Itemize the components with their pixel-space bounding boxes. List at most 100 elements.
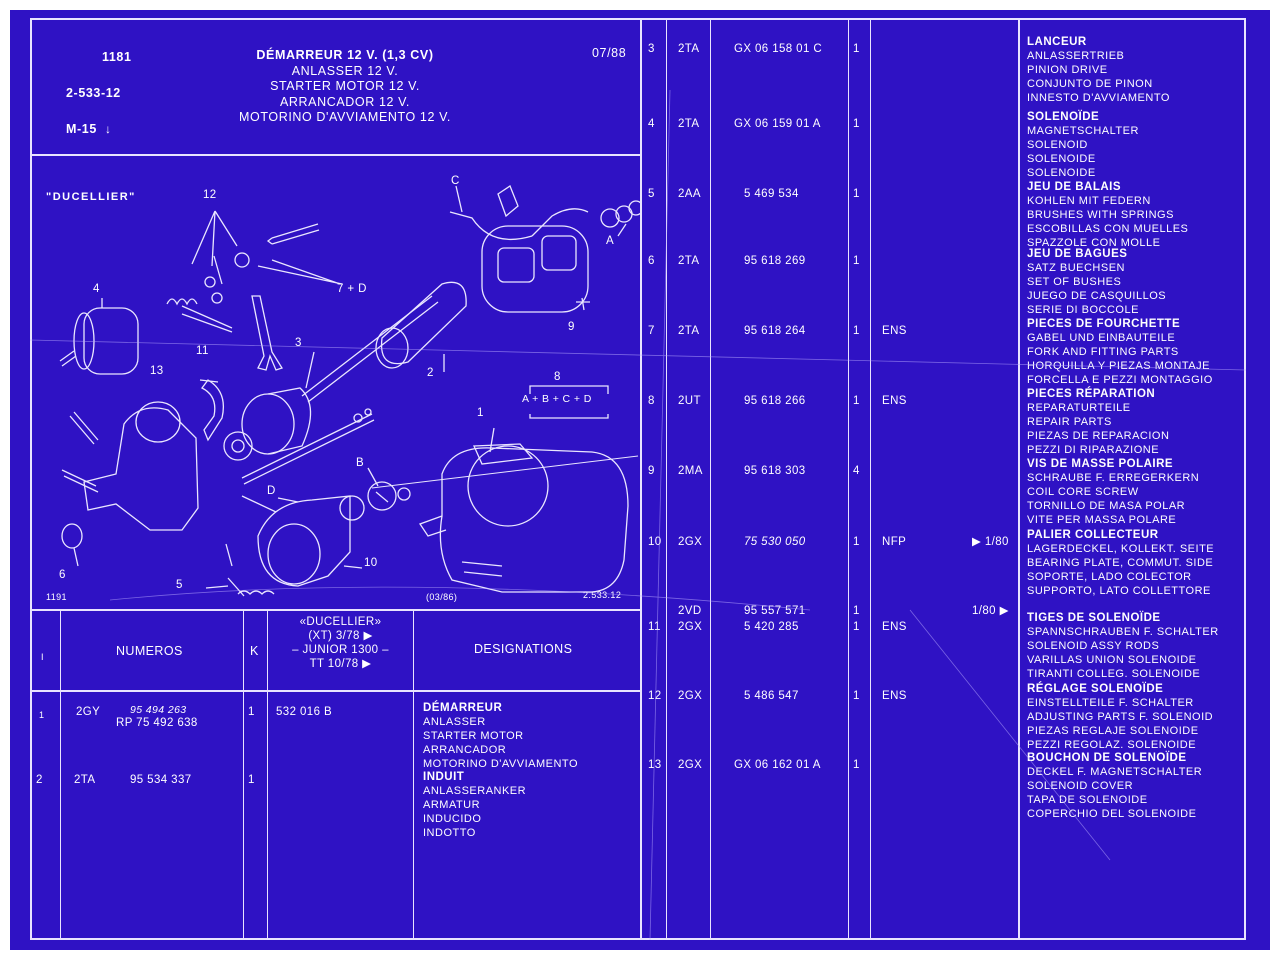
quantity: 4 xyxy=(853,465,860,477)
callout-1: 1 xyxy=(477,407,484,419)
title-de: ANLASSER 12 V. xyxy=(291,63,399,78)
designation-heading: TIGES DE SOLENOÏDE xyxy=(1027,612,1161,624)
model-code: M-15 xyxy=(66,122,97,136)
designation-list: INDUIT ANLASSERANKER ARMATUR INDUCIDO IN… xyxy=(423,771,527,839)
designation-line: DECKEL F. MAGNETSCHALTER xyxy=(1027,765,1203,778)
item-code: 2TA xyxy=(678,325,700,337)
quantity: 1 xyxy=(248,706,255,718)
part-number: 95 618 264 xyxy=(744,325,806,337)
item-code: 2GY xyxy=(76,706,101,718)
application-ref: 532 016 B xyxy=(276,706,333,718)
designation-line: MAGNETSCHALTER xyxy=(1027,124,1139,137)
quantity: 1 xyxy=(853,188,860,200)
designation-line: INNESTO D'AVVIAMENTO xyxy=(1027,91,1170,104)
left-col-4 xyxy=(413,609,414,940)
right-col-1 xyxy=(666,18,667,940)
diagram-footer-left: 1191 xyxy=(46,592,67,602)
item-code: 2TA xyxy=(678,43,700,55)
designation-line: COIL CORE SCREW xyxy=(1027,485,1139,498)
designation-line: PEZZI DI RIPARAZIONE xyxy=(1027,443,1160,456)
col-item-header: I xyxy=(41,652,44,662)
item-code: 2GX xyxy=(678,536,703,548)
designation-line: FORCELLA E PEZZI MONTAGGIO xyxy=(1027,373,1213,386)
item-number: 6 xyxy=(648,255,655,267)
quantity: 1 xyxy=(853,536,860,548)
callout-2: 2 xyxy=(427,367,434,379)
designation-heading: LANCEUR xyxy=(1027,36,1087,48)
designation-line: ESCOBILLAS CON MUELLES xyxy=(1027,222,1189,235)
designation-line: SERIE DI BOCCOLE xyxy=(1027,303,1139,316)
item-code: 2TA xyxy=(74,774,96,786)
designation-line: BEARING PLATE, COMMUT. SIDE xyxy=(1027,556,1214,569)
designation-line: SATZ BUECHSEN xyxy=(1027,261,1125,274)
parts-sheet: 1181 2-533-12 M-15 ↓ 07/88 DÉMARREUR 12 … xyxy=(10,10,1270,950)
designation-line: LAGERDECKEL, KOLLEKT. SEITE xyxy=(1027,542,1215,555)
left-col-3 xyxy=(267,609,268,940)
designation-heading: JEU DE BAGUES xyxy=(1027,248,1128,260)
designation-heading: JEU DE BALAIS xyxy=(1027,181,1122,193)
designation-line: PIEZAS DE REPARACION xyxy=(1027,429,1170,442)
right-col-3 xyxy=(848,18,849,940)
item-code: 2MA xyxy=(678,465,703,477)
right-col-5 xyxy=(1018,18,1020,940)
callout-13: 13 xyxy=(150,365,164,377)
left-panel-right-border xyxy=(640,18,642,940)
item-number: 8 xyxy=(648,395,655,407)
designation-line: GABEL UND EINBAUTEILE xyxy=(1027,331,1176,344)
item-number: 13 xyxy=(648,759,662,771)
designation-line: PEZZI REGOLAZ. SOLENOIDE xyxy=(1027,738,1197,751)
designation-line: FORK AND FITTING PARTS xyxy=(1027,345,1179,358)
callout-4: 4 xyxy=(93,283,100,295)
designation-heading: PIECES DE FOURCHETTE xyxy=(1027,318,1181,330)
ens-flag: ENS xyxy=(882,395,907,407)
callout-8: 8 xyxy=(554,371,561,383)
ens-flag: ENS xyxy=(882,621,907,633)
designation-line: TIRANTI COLLEG. SOLENOIDE xyxy=(1027,667,1201,680)
designation-line: BRUSHES WITH SPRINGS xyxy=(1027,208,1174,221)
item-number: 10 xyxy=(648,536,662,548)
part-number: 5 486 547 xyxy=(744,690,799,702)
plate-number: 1181 xyxy=(102,50,132,64)
designation-line: HORQUILLA Y PIEZAS MONTAJE xyxy=(1027,359,1210,372)
designation-heading: BOUCHON DE SOLENOÏDE xyxy=(1027,752,1187,764)
title-en: STARTER MOTOR 12 V. xyxy=(270,79,420,93)
designation-line: SOLENOIDE xyxy=(1027,152,1096,165)
designation-line: COPERCHIO DEL SOLENOIDE xyxy=(1027,807,1197,820)
edition-date: 07/88 xyxy=(592,46,627,60)
exploded-diagram xyxy=(59,185,640,597)
designation-heading: RÉGLAGE SOLENOÏDE xyxy=(1027,683,1164,695)
header-divider xyxy=(30,154,642,156)
callout-8-contents: A + B + C + D xyxy=(522,393,592,405)
designation-heading: VIS DE MASSE POLAIRE xyxy=(1027,458,1174,470)
col-application-header: «DUCELLIER» (XT) 3/78 ▶ – JUNIOR 1300 – … xyxy=(292,616,389,670)
part-number: 95 618 269 xyxy=(744,255,806,267)
designation-line: VITE PER MASSA POLARE xyxy=(1027,513,1177,526)
title-fr: DÉMARREUR 12 V. (1,3 CV) xyxy=(256,48,434,62)
callout-5: 5 xyxy=(176,579,183,591)
item-number: 9 xyxy=(648,465,655,477)
ens-flag: ENS xyxy=(882,690,907,702)
designation-heading: PALIER COLLECTEUR xyxy=(1027,529,1159,541)
item-code: 2TA xyxy=(678,118,700,130)
ens-flag: ENS xyxy=(882,325,907,337)
designation-heading: SOLENOÏDE xyxy=(1027,111,1100,123)
quantity: 1 xyxy=(853,255,860,267)
designation-line: CONJUNTO DE PINON xyxy=(1027,77,1153,90)
frame-right xyxy=(1244,18,1246,940)
title-es: ARRANCADOR 12 V. xyxy=(279,94,410,109)
quantity: 1 xyxy=(853,605,860,617)
validity-note: 1/80 ▶ xyxy=(972,605,1009,617)
designation-line: SOPORTE, LADO COLECTOR xyxy=(1027,570,1192,583)
ens-flag: NFP xyxy=(882,536,907,548)
designation-line: SET OF BUSHES xyxy=(1027,275,1122,288)
left-table-head-divider xyxy=(30,690,642,692)
item-code: 2GX xyxy=(678,690,703,702)
item-code: 2UT xyxy=(678,395,701,407)
part-number: 95 618 266 xyxy=(744,395,806,407)
item-number: 1 xyxy=(39,710,45,720)
